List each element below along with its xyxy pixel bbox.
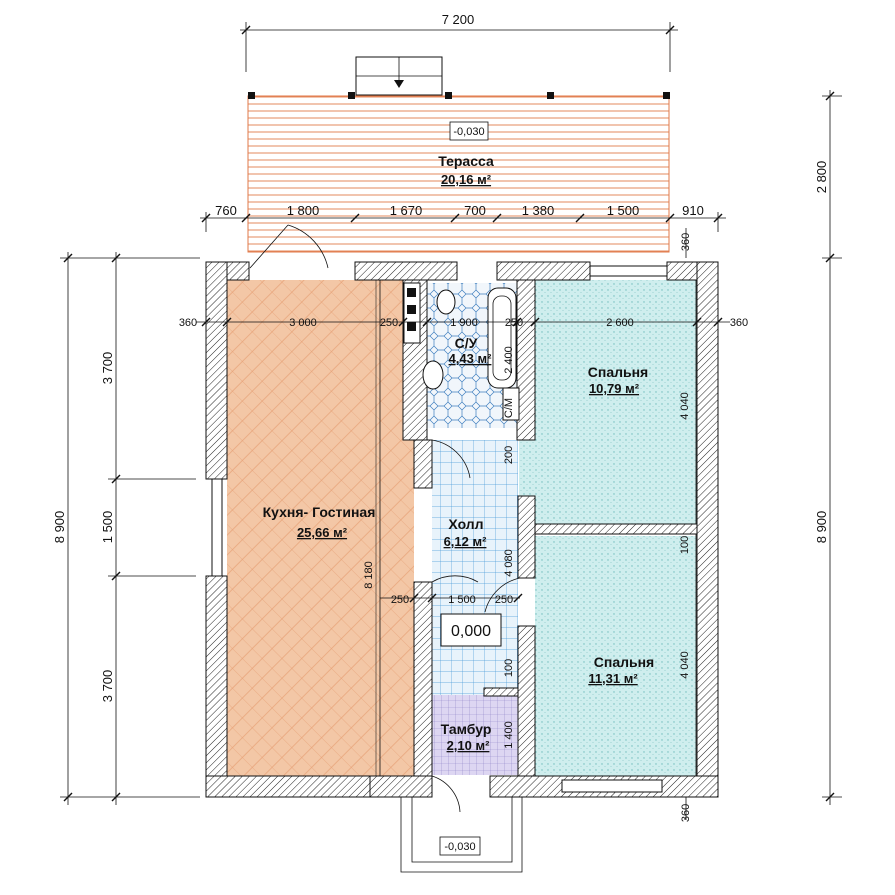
dim-seg-4: 1 380 [522,203,555,218]
bedroom1-name: Спальня [588,364,648,380]
dim-row1-4: 250 [505,317,523,329]
bathroom-name: С/У [455,335,478,351]
dim-terrace-gap: 360 [680,233,692,251]
dim-seg-0: 760 [215,203,237,218]
vestibule-area: 2,10 м² [447,738,491,753]
dim-seg-6: 910 [682,203,704,218]
dim-seg-2: 1 670 [390,203,423,218]
kitchen-area: 25,66 м² [297,525,348,540]
dim-row1-2: 250 [380,317,398,329]
bathroom-fixtures [403,282,520,421]
dim-left-total: 8 900 [52,511,67,544]
dimension-ticks [63,25,835,802]
kitchen-name: Кухня- Гостиная [263,504,376,520]
dim-row1-0: 360 [179,317,197,329]
dim-row1-1: 3 000 [289,317,317,329]
bedroom1-area: 10,79 м² [589,381,640,396]
hall-area: 6,12 м² [444,534,488,549]
dim-seg-5: 1 500 [607,203,640,218]
dim-left-seg-1: 1 500 [100,511,115,544]
room-labels: С/У 4,43 м² Спальня 10,79 м² Кухня- Гост… [263,335,655,753]
bathroom-area: 4,43 м² [449,351,493,366]
dim-terrace-depth: 2 800 [814,161,829,194]
dim-right-total: 8 900 [814,511,829,544]
dim-wall-100-b: 100 [503,659,515,677]
dim-hall-len: 4 080 [503,549,515,577]
dim-row2-0: 250 [391,594,409,606]
dimension-text: 7 200 760 1 800 1 670 700 1 380 1 500 91… [52,12,829,822]
terrace-level: -0,030 [453,126,484,138]
dim-row1-3: 1 900 [450,317,478,329]
dim-wall-100-a: 100 [679,536,691,554]
bedroom2-name: Спальня [594,654,654,670]
dimension-lines [60,22,842,820]
dim-hall-door: 200 [503,446,515,464]
dim-row1-6: 360 [730,317,748,329]
dim-bed2-len: 4 040 [679,651,691,679]
terrace-area: 20,16 м² [441,172,492,187]
dim-wm-label: С/М [503,398,515,418]
hall-level: 0,000 [451,623,491,640]
entrance-step: -0,030 [400,797,523,873]
hall-name: Холл [448,516,483,532]
dim-bottom-wall: 360 [680,804,692,822]
bedroom2-area: 11,31 м² [588,671,638,686]
dim-left-seg-0: 3 700 [100,352,115,385]
dim-left-seg-2: 3 700 [100,670,115,703]
terrace: -0,030 Терасса 20,16 м² [247,56,670,253]
vestibule-name: Тамбур [441,721,492,737]
dim-row2-2: 250 [495,594,513,606]
doors [249,224,521,813]
dim-row1-5: 2 600 [606,317,634,329]
dim-kitchen-len: 8 180 [363,561,375,589]
entrance-level: -0,030 [444,841,475,853]
terrace-name: Терасса [438,153,494,169]
dim-seg-1: 1 800 [287,203,320,218]
dim-bath-len: 2 400 [503,346,515,374]
dim-top-total: 7 200 [442,12,475,27]
dim-vest-len: 1 400 [503,721,515,749]
room-fills [227,280,697,776]
dim-seg-3: 700 [464,203,486,218]
dim-row2-1: 1 500 [448,594,476,606]
dim-bed1-len: 4 040 [679,392,691,420]
